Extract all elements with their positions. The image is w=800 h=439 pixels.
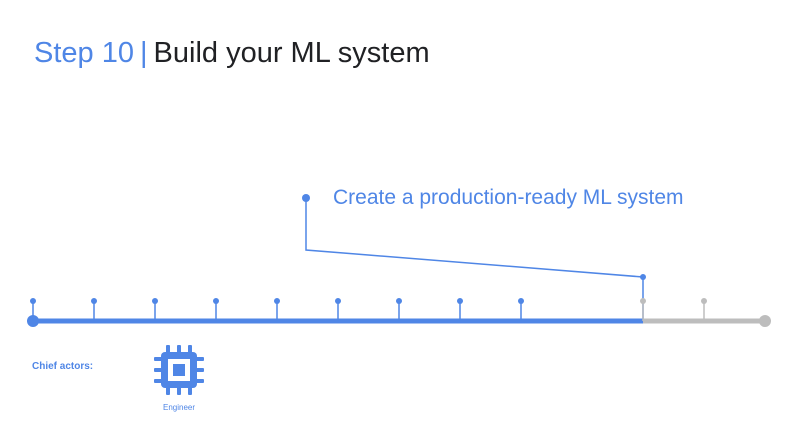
milestone-dot-2 <box>91 298 97 304</box>
callout-end-dot <box>640 274 646 280</box>
callout-text: Create a production-ready ML system <box>333 186 684 209</box>
milestone-dot-12 <box>701 298 707 304</box>
step-number: Step 10 <box>34 37 134 69</box>
callout-start-dot <box>302 194 310 202</box>
milestone-dot-3 <box>152 298 158 304</box>
timeline-milestones <box>30 298 707 321</box>
milestone-dot-8 <box>457 298 463 304</box>
milestone-dot-11 <box>640 298 646 304</box>
title-separator: | <box>139 37 148 69</box>
milestone-dot-7 <box>396 298 402 304</box>
slide-title: Step 10|Build your ML system <box>34 34 430 72</box>
chief-actors-label: Chief actors: <box>32 361 94 372</box>
step-title: Build your ML system <box>153 37 430 69</box>
milestone-dot-5 <box>274 298 280 304</box>
callout-connector <box>305 198 644 321</box>
timeline-end-dot <box>759 315 771 327</box>
milestone-dot-9 <box>518 298 524 304</box>
milestone-dot-4 <box>213 298 219 304</box>
milestone-dot-1 <box>30 298 36 304</box>
actor-engineer-label: Engineer <box>162 403 196 412</box>
chip-icon <box>154 345 204 395</box>
milestone-dot-6 <box>335 298 341 304</box>
